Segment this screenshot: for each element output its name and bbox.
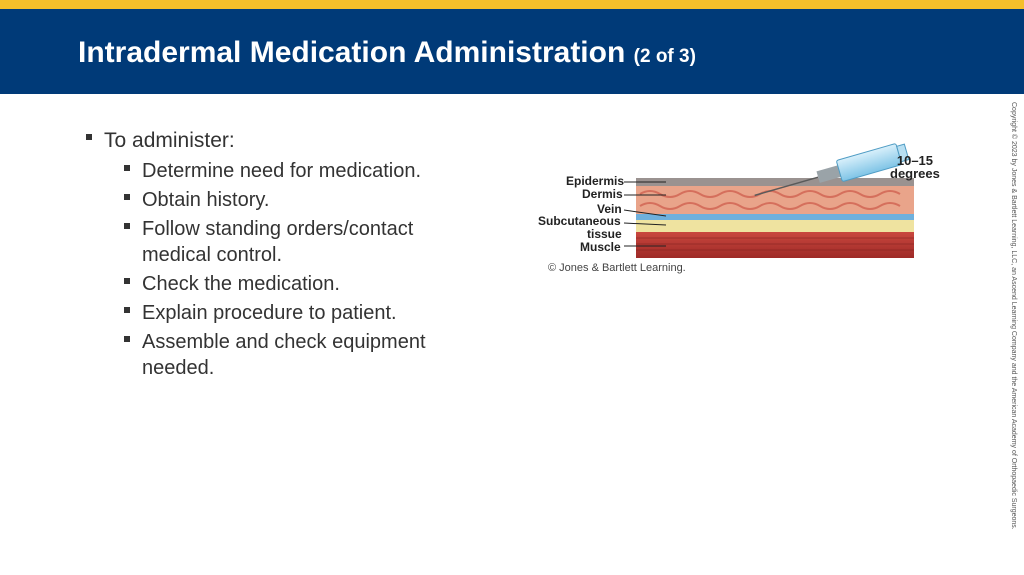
leader-lines bbox=[623, 181, 667, 247]
accent-bar bbox=[0, 0, 1024, 9]
syringe bbox=[754, 143, 910, 197]
label-dermis: Dermis bbox=[582, 187, 623, 201]
injection-angle-label: 10–15 degrees bbox=[890, 154, 940, 180]
label-muscle: Muscle bbox=[580, 240, 621, 254]
sub-bullet-text: Obtain history. bbox=[142, 189, 270, 211]
label-epidermis: Epidermis bbox=[566, 174, 625, 188]
bullet-list: To administer: Determine need for medica… bbox=[86, 128, 486, 384]
epidermis-layer bbox=[636, 178, 914, 186]
angle-value: 10–15 bbox=[896, 153, 934, 168]
bullet-marker bbox=[124, 194, 130, 200]
bullet-marker bbox=[86, 134, 92, 140]
sub-bullet-text: Assemble and check equipment needed. bbox=[142, 331, 426, 379]
sub-bullet-item: Obtain history. bbox=[86, 187, 486, 213]
slide-title-main: Intradermal Medication Administration bbox=[78, 36, 626, 69]
main-bullet-text: To administer: bbox=[104, 129, 235, 152]
label-subcutaneous: Subcutaneous bbox=[538, 214, 621, 228]
intradermal-injection-illustration bbox=[623, 143, 914, 258]
sub-bullet-item: Explain procedure to patient. bbox=[86, 300, 486, 326]
bullet-marker bbox=[124, 278, 130, 284]
sub-bullet-item: Assemble and check equipment needed. bbox=[86, 329, 486, 381]
muscle-fibers bbox=[636, 237, 914, 251]
label-tissue: tissue bbox=[587, 227, 622, 241]
sub-bullet-text: Check the medication. bbox=[142, 273, 340, 295]
label-vein: Vein bbox=[597, 202, 622, 216]
sub-bullet-item: Determine need for medication. bbox=[86, 158, 486, 184]
bullet-marker bbox=[124, 307, 130, 313]
slide-title-suffix: (2 of 3) bbox=[633, 46, 696, 67]
angle-unit: degrees bbox=[890, 166, 940, 181]
muscle-layer bbox=[636, 232, 914, 258]
bullet-marker bbox=[124, 223, 130, 229]
sub-bullet-item: Follow standing orders/contact medical c… bbox=[86, 216, 486, 268]
subcutaneous-layer bbox=[636, 220, 914, 232]
needle-hub bbox=[816, 165, 841, 183]
needle bbox=[754, 176, 819, 197]
copyright-text: Copyright © 2023 by Jones & Bartlett Lea… bbox=[1010, 102, 1017, 530]
sub-bullet-text: Determine need for medication. bbox=[142, 160, 422, 182]
copyright-notice: Copyright © 2023 by Jones & Bartlett Lea… bbox=[1005, 102, 1019, 556]
slide-header: Intradermal Medication Administration (2… bbox=[0, 9, 1024, 94]
sub-bullet-item: Check the medication. bbox=[86, 271, 486, 297]
slide-title: Intradermal Medication Administration (2… bbox=[78, 35, 696, 75]
sub-bullet-list: Determine need for medication. Obtain hi… bbox=[86, 158, 486, 381]
figure-credit: © Jones & Bartlett Learning. bbox=[548, 262, 686, 274]
main-bullet: To administer: bbox=[86, 128, 486, 154]
sub-bullet-text: Follow standing orders/contact medical c… bbox=[142, 218, 414, 266]
vein-layer bbox=[636, 214, 914, 220]
bullet-marker bbox=[124, 165, 130, 171]
sub-bullet-text: Explain procedure to patient. bbox=[142, 302, 397, 324]
syringe-plunger bbox=[896, 143, 910, 163]
bullet-marker bbox=[124, 336, 130, 342]
